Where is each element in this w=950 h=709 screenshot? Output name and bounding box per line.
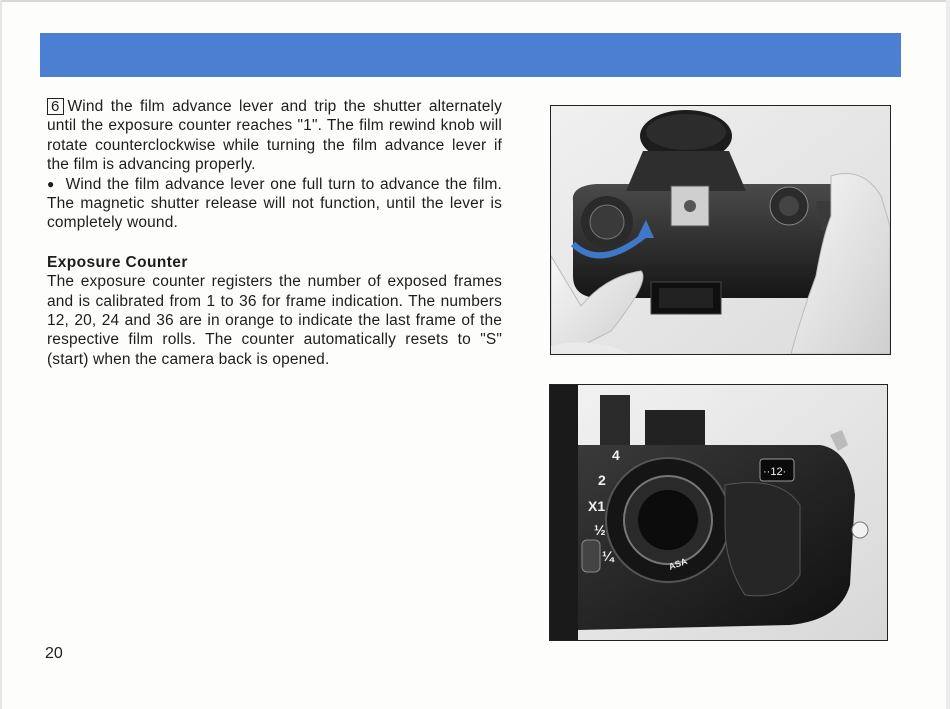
exposure-counter-text: The exposure counter registers the numbe…	[47, 273, 502, 368]
bullet-text: Wind the film advance lever one full tur…	[47, 175, 502, 232]
dial-label-4: 4	[612, 447, 620, 463]
dial-label-half: ½	[594, 522, 606, 538]
photo-dial-closeup: 4 2 X1 ½ ¼ ··12· ASA	[549, 384, 888, 641]
bullet-icon: ●	[47, 176, 56, 191]
camera-top-illustration	[551, 106, 890, 354]
dial-label-2: 2	[598, 472, 606, 488]
counter-window-text: ··12·	[763, 466, 786, 478]
page-edge	[0, 0, 950, 2]
dial-label-x1: X1	[588, 498, 605, 514]
step-number: 6	[47, 98, 64, 115]
page-number: 20	[45, 645, 63, 662]
photo-camera-top-view	[550, 105, 891, 355]
dial-closeup-illustration: 4 2 X1 ½ ¼ ··12· ASA	[550, 385, 887, 640]
dial-label-quarter: ¼	[602, 548, 615, 564]
section-heading: Exposure Counter	[47, 253, 188, 271]
bullet-paragraph: ●Wind the film advance lever one full tu…	[47, 175, 502, 233]
blue-header-band	[40, 33, 901, 77]
page-edge	[946, 0, 950, 709]
page-edge	[0, 0, 2, 709]
step-text: Wind the film advance lever and trip the…	[47, 98, 502, 174]
